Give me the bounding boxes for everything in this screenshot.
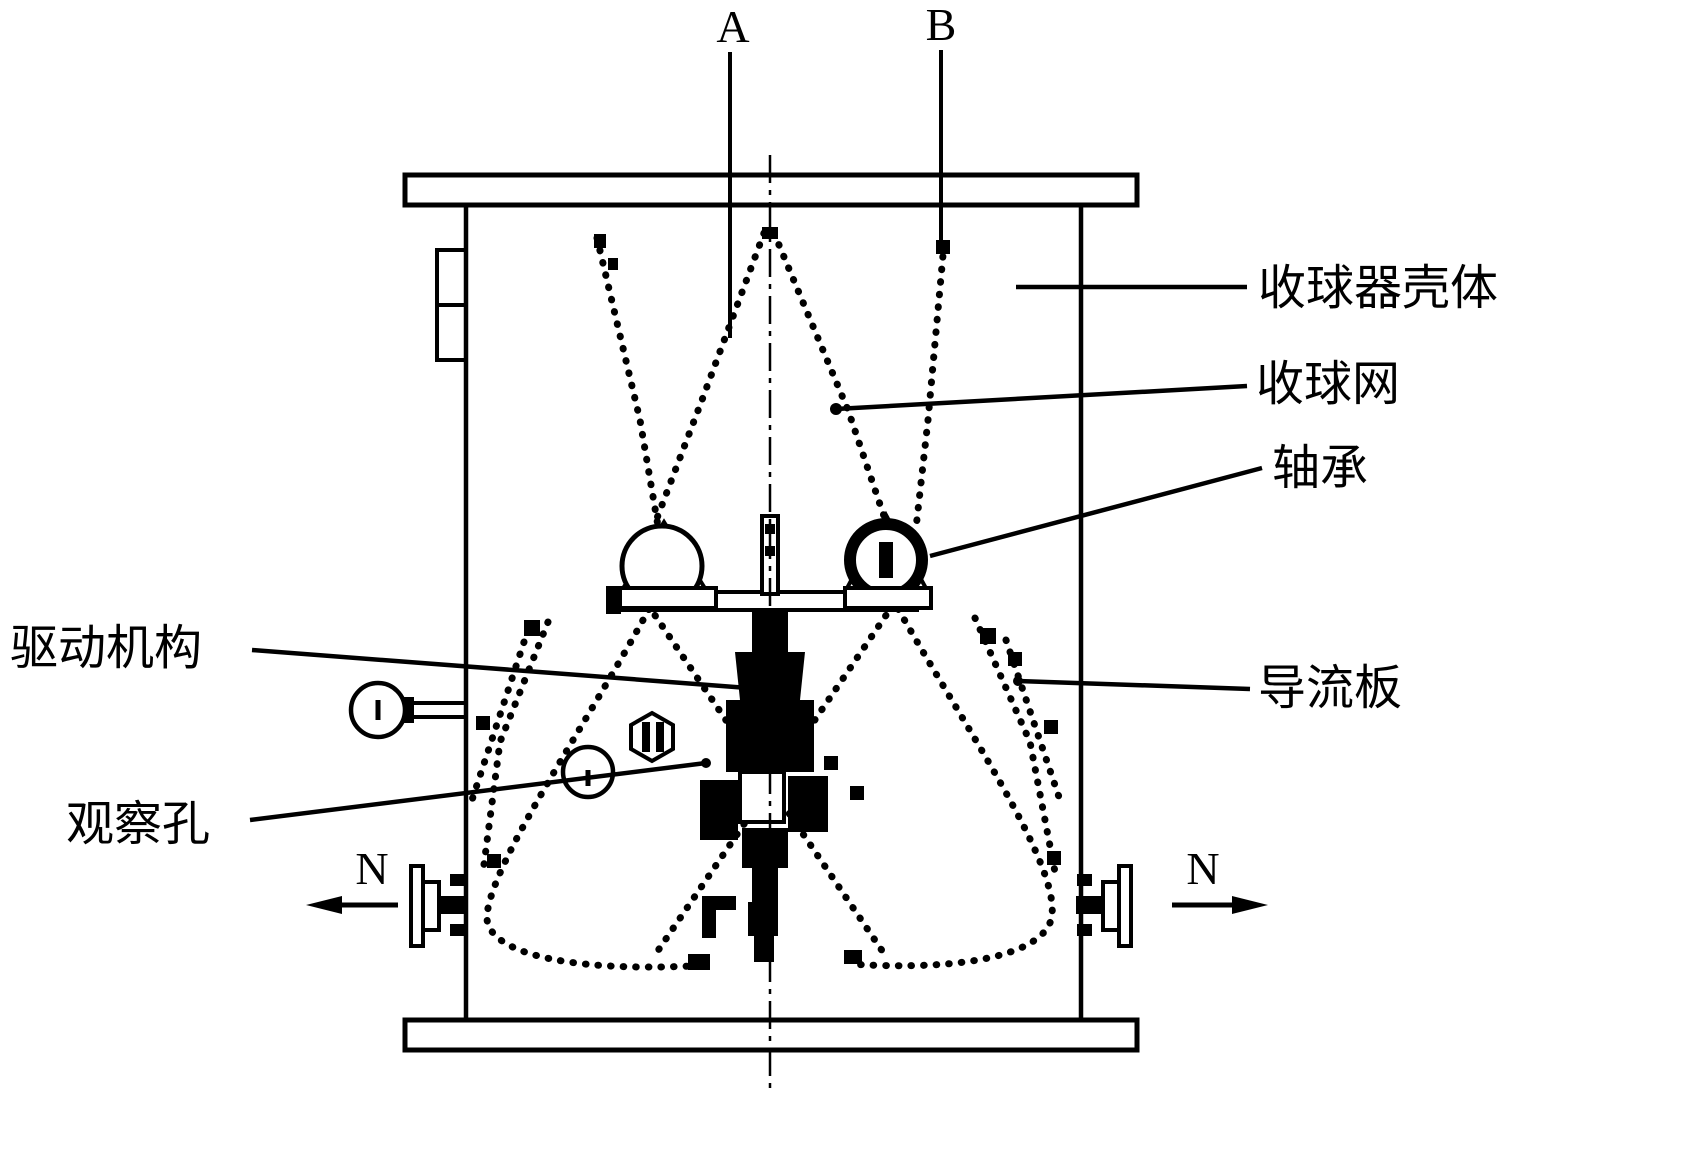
leader-net-dot (830, 403, 842, 415)
leader-bearing (929, 465, 1263, 559)
bolt-3 (1008, 652, 1022, 666)
net-anchor-top-right (936, 240, 950, 254)
bolt-dots (476, 227, 1061, 970)
bolt-10 (688, 954, 710, 970)
bearing-assembly (606, 510, 933, 614)
deflector-right-outline (971, 614, 1059, 876)
bolt-6 (824, 756, 838, 770)
bolt-7 (850, 786, 864, 800)
nozzle-right-pipe (1076, 896, 1103, 914)
net-anchor-top-left-2 (608, 258, 618, 270)
drive-lower-block (742, 828, 788, 868)
shaft-key-1 (765, 524, 775, 534)
bearing-right-core (879, 542, 893, 578)
bolt-2 (980, 628, 996, 644)
deflector-left-outline (479, 618, 552, 876)
drive-side-right (788, 776, 828, 832)
hex-nut-slot-1 (642, 722, 650, 752)
hex-nut-slot-2 (656, 722, 664, 752)
nozzle-right-bolt-bottom (1077, 924, 1092, 936)
bolt-9 (1047, 851, 1061, 865)
net-anchor-top-left (594, 234, 606, 248)
leader-observation-dot (701, 758, 711, 768)
nozzle-right (1076, 864, 1133, 948)
bearing-right-plate (843, 586, 933, 610)
leader-deflector (1017, 678, 1251, 692)
hex-nut (629, 710, 675, 764)
label-section-b: B (926, 0, 957, 50)
drive-stem (752, 868, 778, 902)
nozzle-left (409, 864, 466, 948)
drive-side-left (700, 780, 738, 840)
net-strand-lower-left-bowl (483, 594, 696, 971)
bolt-4 (476, 716, 490, 730)
bolt-8 (487, 854, 501, 868)
label-n-right: N (1186, 843, 1219, 894)
leader-lines (249, 284, 1263, 823)
label-observation-hole: 观察孔 (66, 798, 210, 851)
nozzle-left-bolt-top (450, 874, 465, 886)
net-strand-lower-right-bowl (846, 594, 1056, 970)
label-bearing: 轴承 (1272, 442, 1368, 495)
nozzle-left-bolt-bottom (450, 924, 465, 936)
leader-observation (249, 760, 707, 823)
net-strand-upper-right-outer (912, 240, 948, 532)
label-section-a: A (716, 1, 749, 52)
bolt-1 (524, 620, 540, 636)
flow-arrow-left-head (306, 896, 342, 914)
flow-arrow-right-head (1232, 896, 1268, 914)
side-fittings (348, 680, 1133, 948)
label-net: 收球网 (1256, 358, 1400, 411)
label-deflector: 导流板 (1258, 662, 1402, 715)
leader-drive (251, 647, 749, 691)
drive-window (738, 770, 786, 824)
net-anchor-apex (762, 227, 778, 239)
bearing-left-plate (618, 586, 718, 610)
nozzle-right-bolt-top (1077, 874, 1092, 886)
text-labels: A B 收球器壳体 收球网 轴承 导流板 驱动机构 观察孔 N N (10, 0, 1498, 894)
label-housing: 收球器壳体 (1258, 262, 1498, 315)
nozzle-left-pipe (439, 896, 466, 914)
cross-bar-end-left (606, 586, 621, 614)
net-strand-upper-left-inner (650, 229, 768, 530)
drive-mechanism (700, 514, 828, 962)
drive-elbow-pipe (702, 896, 736, 938)
net-strand-upper-left-outer (593, 234, 662, 530)
flow-arrows (306, 896, 1268, 914)
label-drive-mechanism: 驱动机构 (10, 622, 202, 675)
leader-deflector-dot (1013, 676, 1023, 686)
nozzle-right-neck (1101, 880, 1121, 932)
label-n-left: N (355, 843, 388, 894)
bolt-11 (844, 950, 862, 964)
nozzle-left-neck (421, 880, 441, 932)
net-strand-upper-right-inner (770, 229, 892, 532)
section-lines (728, 50, 943, 338)
deflector-right-inner (1002, 636, 1064, 804)
leader-net (835, 383, 1248, 412)
drive-base (748, 902, 778, 936)
bolt-5 (1044, 720, 1058, 734)
sight-glass-stem-block (404, 697, 414, 723)
